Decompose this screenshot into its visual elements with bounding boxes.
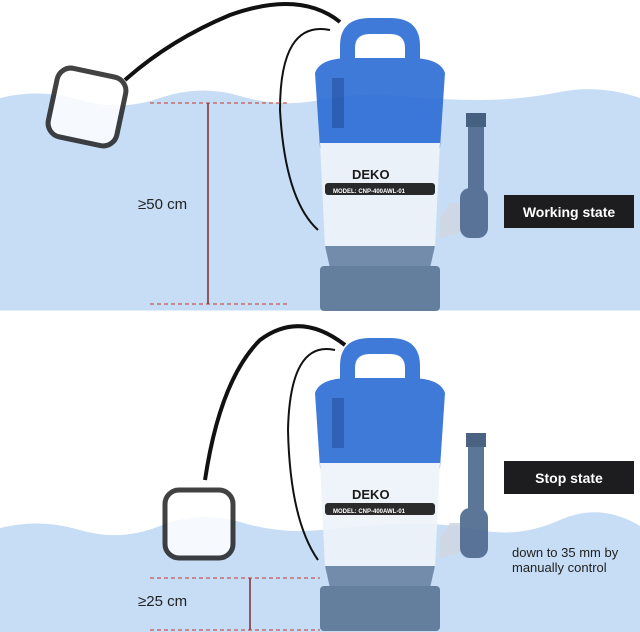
depth-label-working: ≥50 cm xyxy=(138,196,188,213)
manual-control-note: down to 35 mm by manually control xyxy=(512,545,619,575)
model-label-top: MODEL: CNP-400AWL-01 xyxy=(333,189,406,195)
depth-label-stop: ≥25 cm xyxy=(138,593,188,610)
stop-state-badge: Stop state xyxy=(504,461,634,494)
brand-label-bottom: DEKO xyxy=(352,487,390,502)
float-switch-top xyxy=(45,65,129,149)
working-state-badge: Working state xyxy=(504,195,634,228)
float-switch-bottom xyxy=(162,487,236,561)
model-label-bottom: MODEL: CNP-400AWL-01 xyxy=(333,509,406,515)
brand-label-top: DEKO xyxy=(352,167,390,182)
